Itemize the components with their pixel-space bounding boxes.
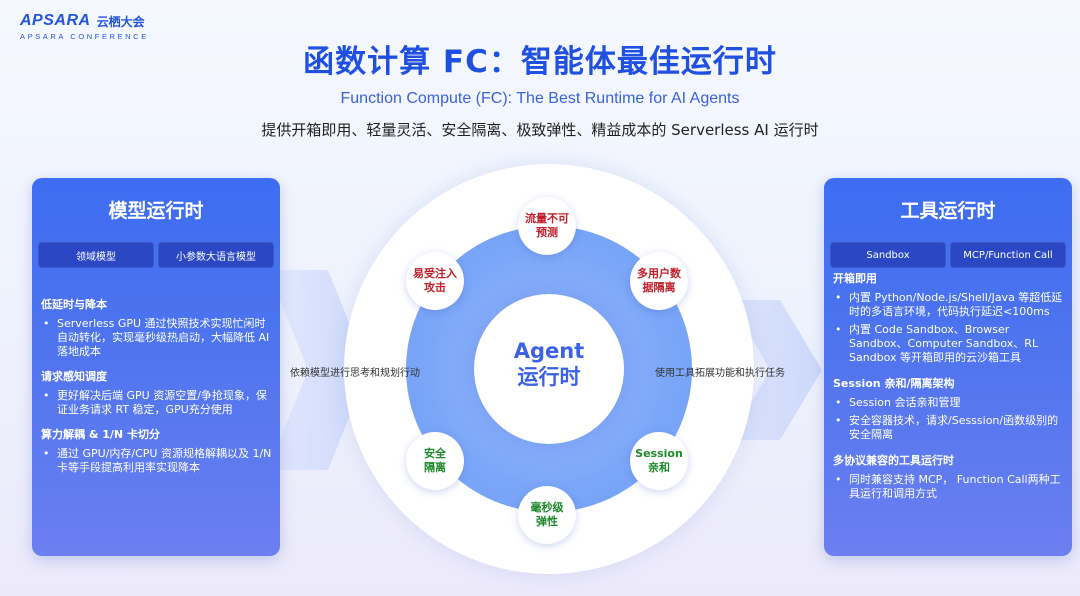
tool-runtime-panel: 工具运行时 Sandbox MCP/Function Call 开箱即用 •内置…	[824, 178, 1072, 556]
list-item: •安全容器技术，请求/Sesssion/函数级别的安全隔离	[835, 414, 1059, 441]
section-out-of-box: 开箱即用 •内置 Python/Node.js/Shell/Java 等超低延时…	[833, 272, 1063, 364]
left-arrow-label: 依赖模型进行思考和规划行动	[290, 368, 420, 379]
section-request-scheduling: 请求感知调度 •更好解决后端 GPU 资源空置/争抢现象，保证业务请求 RT 稳…	[41, 368, 272, 417]
section-session-affinity: Session 亲和/隔离架构 •Session 会话亲和管理 •安全容器技术，…	[833, 375, 1064, 442]
list-item: •同时兼容支持 MCP， Function Call两种工具运行和调用方式	[835, 473, 1061, 500]
tag-domain-model: 领域模型	[38, 242, 154, 268]
list-item: •更好解决后端 GPU 资源空置/争抢现象，保证业务请求 RT 稳定，GPU充分…	[43, 389, 267, 416]
panel-title: 模型运行时	[108, 200, 204, 222]
node-traffic-unpredictable: 流量不可预测	[518, 197, 576, 255]
node-injection-attack: 易受注入攻击	[406, 252, 464, 310]
node-multi-user-isolation: 多用户数据隔离	[630, 252, 688, 310]
logo-text-cn: 云栖大会	[96, 14, 145, 29]
list-item: •通过 GPU/内存/CPU 资源规格解耦以及 1/N 卡等手段提高利用率实现降…	[43, 447, 272, 474]
right-arrow-icon	[730, 300, 822, 440]
logo-subtext: APSARA CONFERENCE	[20, 32, 149, 41]
right-arrow-label: 使用工具拓展功能和执行任务	[655, 368, 785, 379]
tag-mcp-function-call: MCP/Function Call	[950, 242, 1066, 268]
tag-small-llm: 小参数大语言模型	[158, 242, 274, 268]
model-runtime-panel: 模型运行时 领域模型 小参数大语言模型 低延时与降本 •Serverless G…	[32, 178, 280, 556]
subtitle-chinese: 提供开箱即用、轻量灵活、安全隔离、极致弹性、精益成本的 Serverless A…	[261, 121, 819, 139]
list-item: •内置 Python/Node.js/Shell/Java 等超低延时的多语言环…	[835, 291, 1063, 318]
section-multi-protocol: 多协议兼容的工具运行时 •同时兼容支持 MCP， Function Call两种…	[833, 452, 1064, 501]
agent-core-label: Agent 运行时	[513, 339, 585, 389]
logo-text-en: APSARA	[20, 12, 91, 29]
apsara-logo: APSARA 云栖大会 APSARA CONFERENCE	[20, 12, 149, 41]
section-low-latency: 低延时与降本 •Serverless GPU 通过快照技术实现忙闲时自动转化，实…	[41, 296, 272, 359]
node-ms-elasticity: 毫秒级弹性	[518, 486, 576, 544]
page-title: 函数计算 FC：智能体最佳运行时	[303, 44, 777, 80]
left-arrow-icon	[268, 270, 368, 470]
list-item: •内置 Code Sandbox、Browser Sandbox、Compute…	[835, 323, 1039, 364]
list-item: •Serverless GPU 通过快照技术实现忙闲时自动转化，实现毫秒级热启动…	[43, 317, 270, 358]
node-security-isolation: 安全隔离	[406, 432, 464, 490]
agent-core-circle	[474, 294, 624, 444]
panel-title: 工具运行时	[900, 200, 996, 222]
list-item: •Session 会话亲和管理	[835, 396, 961, 409]
section-compute-decoupling: 算力解耦 & 1/N 卡切分 •通过 GPU/内存/CPU 资源规格解耦以及 1…	[41, 428, 272, 474]
tag-sandbox: Sandbox	[830, 242, 946, 268]
subtitle-english: Function Compute (FC): The Best Runtime …	[340, 90, 740, 107]
